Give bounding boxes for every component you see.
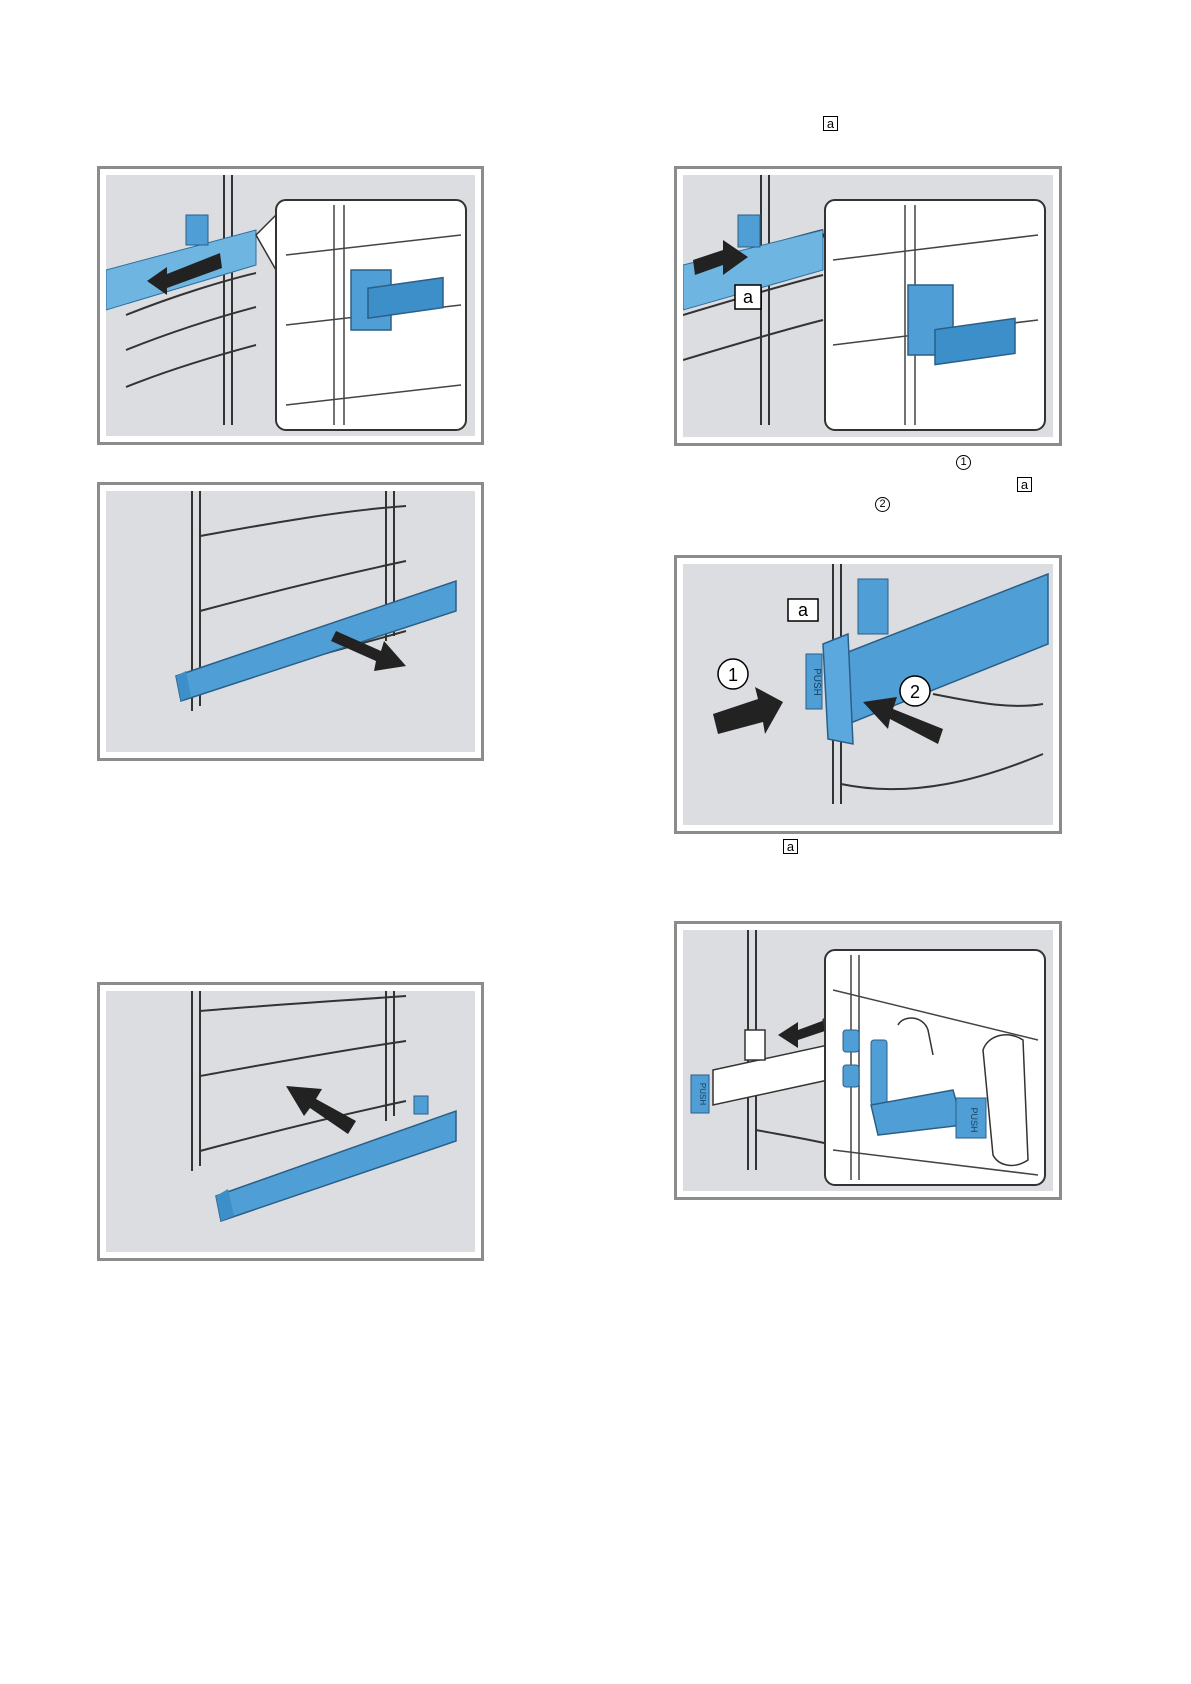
marker-2: 2 (875, 497, 890, 512)
push-label-left: PUSH (698, 1083, 707, 1105)
figure-insert-rail-back (97, 982, 484, 1261)
push-label-right: PUSH (969, 1107, 979, 1132)
figure-pull-rail-out (97, 482, 484, 761)
illustration-rail-clip-insert: a (683, 175, 1053, 437)
marker-a-mid: a (1017, 477, 1032, 492)
illustration-rail-push-steps: PUSH a 1 2 (683, 564, 1053, 825)
illustration-rail-push-in (106, 991, 475, 1252)
figure-insert-rail-callout-a: a (674, 166, 1062, 446)
step-1-label: 1 (728, 665, 738, 685)
illustration-rail-pull-out (106, 491, 475, 752)
illustration-push-button-clip: PUSH PUSH (683, 930, 1053, 1191)
callout-a-label-fig4: a (798, 600, 809, 620)
marker-a-bottom: a (783, 839, 798, 854)
illustration-rail-clip-release (106, 175, 475, 436)
figure-remove-rail-detail (97, 166, 484, 445)
marker-1: 1 (956, 455, 971, 470)
step-2-label: 2 (910, 682, 920, 702)
marker-a-top: a (823, 116, 838, 131)
figure-push-button-detail: PUSH PUSH (674, 921, 1062, 1200)
callout-a-label: a (743, 287, 754, 307)
figure-push-rail-1-2: PUSH a 1 2 (674, 555, 1062, 834)
push-label: PUSH (811, 668, 822, 696)
